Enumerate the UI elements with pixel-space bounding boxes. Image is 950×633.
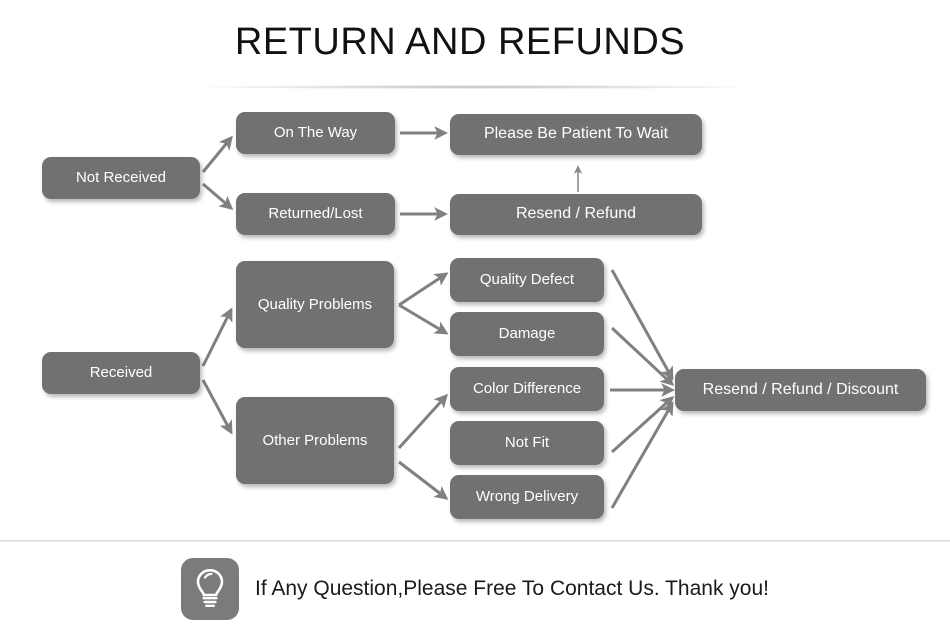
footer-bar: If Any Question,Please Free To Contact U… [0,553,950,625]
arrow-quality-problems-to-damage [398,303,449,335]
title-divider [205,85,745,89]
node-received[interactable]: Received [42,352,200,394]
footer-message: If Any Question,Please Free To Contact U… [255,577,769,600]
node-quality-defect[interactable]: Quality Defect [450,258,604,302]
node-not-fit[interactable]: Not Fit [450,421,604,465]
arrow-received-to-quality-problems [201,307,233,367]
node-color-difference[interactable]: Color Difference [450,367,604,411]
arrow-wrong-delivery-to-result [610,401,674,509]
arrow-damage-to-result [610,326,675,387]
footer-divider [0,540,950,542]
node-on-the-way[interactable]: On The Way [236,112,395,154]
node-other-problems[interactable]: Other Problems [236,397,394,484]
arrow-not-received-to-returned-lost [202,182,234,210]
arrow-quality-defect-to-result [610,269,674,381]
node-resend-refund-discount[interactable]: Resend / Refund / Discount [675,369,926,411]
arrow-received-to-other-problems [201,379,233,435]
node-please-be-patient-to-wait[interactable]: Please Be Patient To Wait [450,114,702,155]
node-damage[interactable]: Damage [450,312,604,356]
arrow-not-fit-to-result [610,395,675,454]
arrow-other-problems-to-wrong-delivery [398,460,449,500]
node-not-received[interactable]: Not Received [42,157,200,199]
node-wrong-delivery[interactable]: Wrong Delivery [450,475,604,519]
arrow-quality-problems-to-quality-defect [398,272,449,307]
lightbulb-icon [181,558,239,620]
node-resend-refund[interactable]: Resend / Refund [450,194,702,235]
node-returned-lost[interactable]: Returned/Lost [236,193,395,235]
arrow-not-received-to-on-the-way [201,135,233,173]
page-title: RETURN AND REFUNDS [234,21,686,63]
node-quality-problems[interactable]: Quality Problems [236,261,394,348]
arrow-other-problems-to-color-difference [397,393,449,450]
